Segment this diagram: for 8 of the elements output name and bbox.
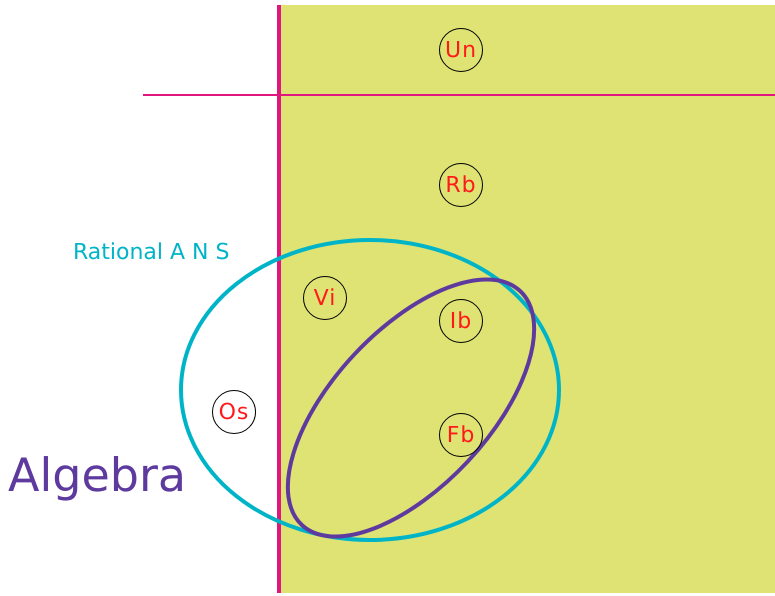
element-circle: Un [439,28,483,72]
element-circle: Fb [439,413,483,457]
element-circle: Os [212,390,256,434]
set-label: Rational A N S [73,240,230,265]
element-circle: Rb [439,163,483,207]
set-label: Algebra [8,448,186,502]
element-circle: Vi [303,276,347,320]
element-circle: Ib [439,299,483,343]
